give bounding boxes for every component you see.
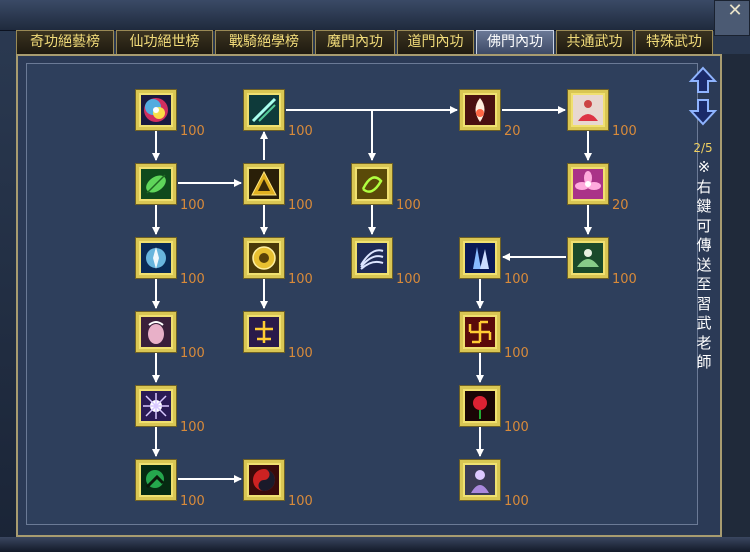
page-down-arrow-icon[interactable] (688, 97, 718, 127)
swastika-seal-icon (465, 317, 495, 347)
palm-strike-icon (141, 317, 171, 347)
green-fist-icon (141, 465, 171, 495)
skill-s17[interactable] (460, 386, 500, 426)
skill-s15[interactable] (460, 238, 500, 278)
skill-level: 100 (288, 494, 313, 509)
skill-level: 100 (180, 198, 205, 213)
leaf-icon (141, 169, 171, 199)
ice-shard-icon (141, 243, 171, 273)
skill-s9[interactable] (244, 238, 284, 278)
tab-fomen-neigong[interactable]: 佛門內功 (476, 30, 554, 54)
skill-s3[interactable] (136, 238, 176, 278)
rainbow-burst-icon (141, 95, 171, 125)
white-flame-icon (465, 95, 495, 125)
skill-level: 100 (180, 272, 205, 287)
skill-s21[interactable] (568, 238, 608, 278)
tab-qigong-jueyi[interactable]: 奇功絕藝榜 (16, 30, 114, 54)
tab-daomen-neigong[interactable]: 道門內功 (397, 30, 474, 54)
skill-level: 100 (180, 124, 205, 139)
skill-level: 100 (180, 346, 205, 361)
skill-level: 100 (180, 494, 205, 509)
skill-level: 100 (288, 124, 313, 139)
skill-s16[interactable] (460, 312, 500, 352)
skill-tree-panel (16, 54, 722, 537)
pink-lotus-icon (573, 169, 603, 199)
golden-seal-icon (249, 243, 279, 273)
radiant-star-icon (141, 391, 171, 421)
purple-monk-icon (465, 465, 495, 495)
skill-level: 100 (396, 198, 421, 213)
skill-s10[interactable] (244, 312, 284, 352)
skill-level: 100 (288, 346, 313, 361)
skill-s19[interactable] (568, 90, 608, 130)
close-button[interactable]: ✕ (727, 0, 743, 21)
skill-s12[interactable] (352, 164, 392, 204)
skill-s8[interactable] (244, 164, 284, 204)
tab-teshu-wugong[interactable]: 特殊武功 (635, 30, 713, 54)
right-border (722, 54, 750, 537)
skill-s13[interactable] (352, 238, 392, 278)
spiral-wind-icon (357, 169, 387, 199)
skill-level: 20 (504, 124, 521, 139)
lotus-meditation-icon (573, 243, 603, 273)
skill-level: 20 (612, 198, 629, 213)
skill-s1[interactable] (136, 90, 176, 130)
skill-s18[interactable] (460, 460, 500, 500)
skill-s6[interactable] (136, 460, 176, 500)
tab-momen-neigong[interactable]: 魔門內功 (315, 30, 395, 54)
skill-level: 100 (288, 198, 313, 213)
skill-level: 100 (504, 272, 529, 287)
skill-level: 100 (612, 124, 637, 139)
skill-level: 100 (504, 494, 529, 509)
light-streak-icon (249, 95, 279, 125)
page-indicator: 2/5 (693, 141, 713, 155)
tab-gongtong-wugong[interactable]: 共通武功 (556, 30, 633, 54)
skill-s7[interactable] (244, 90, 284, 130)
skill-s14[interactable] (460, 90, 500, 130)
skill-level: 100 (396, 272, 421, 287)
skill-s20[interactable] (568, 164, 608, 204)
skill-s11[interactable] (244, 460, 284, 500)
blue-crystal-icon (465, 243, 495, 273)
skill-s5[interactable] (136, 386, 176, 426)
yin-yang-icon (249, 465, 279, 495)
skill-s4[interactable] (136, 312, 176, 352)
skill-level: 100 (180, 420, 205, 435)
tab-xiangong-jueshi[interactable]: 仙功絕世榜 (116, 30, 213, 54)
teleport-hint: ※ 右 鍵 可 傳 送 至 習 武 老 師 (696, 158, 712, 371)
bottom-border (0, 537, 750, 552)
skill-level: 100 (504, 420, 529, 435)
page-up-arrow-icon[interactable] (688, 65, 718, 95)
tab-zhanqi-juexue[interactable]: 戰騎絕學榜 (215, 30, 313, 54)
skill-level: 100 (612, 272, 637, 287)
red-rose-icon (465, 391, 495, 421)
buddha-glyph-icon (249, 317, 279, 347)
skill-level: 100 (288, 272, 313, 287)
feather-wing-icon (357, 243, 387, 273)
skill-s2[interactable] (136, 164, 176, 204)
meditation-figure-icon (573, 95, 603, 125)
skill-tree-area (26, 63, 698, 525)
skill-level: 100 (504, 346, 529, 361)
golden-pyramid-icon (249, 169, 279, 199)
